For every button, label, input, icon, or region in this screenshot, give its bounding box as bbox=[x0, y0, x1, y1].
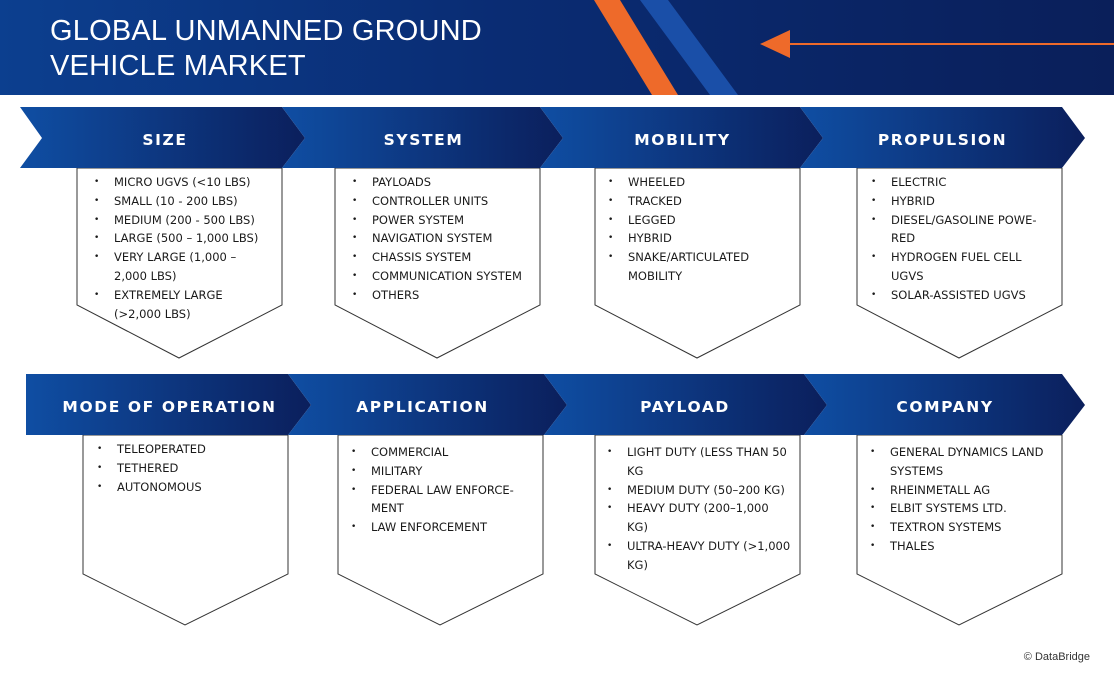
list-item: THALES bbox=[870, 537, 1058, 556]
list-item: CONTROLLER UNITS bbox=[352, 192, 540, 211]
list-item: POWER SYSTEM bbox=[352, 211, 540, 230]
segment-title-payload: PAYLOAD bbox=[640, 398, 730, 416]
chevron-payload bbox=[544, 374, 827, 435]
list-mode-of-operation: TELEOPERATED TETHERED AUTONOMOUS bbox=[97, 440, 277, 496]
segment-title-company: COMPANY bbox=[896, 398, 994, 416]
list-item: TEXTRON SYSTEMS bbox=[870, 518, 1058, 537]
chevron-row-1 bbox=[20, 107, 1085, 168]
card-company: GENERAL DYNAMICS LAND SYSTEMS RHEINMETAL… bbox=[856, 435, 1064, 627]
list-application: COMMERCIAL MILITARY FEDERAL LAW ENFORCE-… bbox=[351, 443, 521, 537]
list-item: ULTRA-HEAVY DUTY (>1,000 KG) bbox=[607, 537, 792, 575]
list-item: SNAKE/ARTICULATED MOBILITY bbox=[608, 248, 784, 286]
list-item: OTHERS bbox=[352, 286, 540, 305]
list-mobility: WHEELED TRACKED LEGGED HYBRID SNAKE/ARTI… bbox=[608, 173, 784, 286]
list-item: AUTONOMOUS bbox=[97, 478, 277, 497]
list-item: LAW ENFORCEMENT bbox=[351, 518, 521, 537]
chevron-mode-of-operation bbox=[26, 374, 311, 435]
list-item: COMMUNICATION SYSTEM bbox=[352, 267, 540, 286]
list-item: MILITARY bbox=[351, 462, 521, 481]
list-item: FEDERAL LAW ENFORCE-MENT bbox=[351, 481, 521, 519]
orange-stripe bbox=[594, 0, 678, 95]
list-item: GENERAL DYNAMICS LAND SYSTEMS bbox=[870, 443, 1058, 481]
card-application: COMMERCIAL MILITARY FEDERAL LAW ENFORCE-… bbox=[337, 435, 545, 627]
chevron-propulsion bbox=[800, 107, 1085, 168]
chevron-row-2 bbox=[26, 374, 1085, 435]
copyright-text: © DataBridge bbox=[1023, 651, 1090, 663]
list-item: CHASSIS SYSTEM bbox=[352, 248, 540, 267]
header-banner: GLOBAL UNMANNED GROUND VEHICLE MARKET bbox=[0, 0, 1114, 95]
list-item: NAVIGATION SYSTEM bbox=[352, 229, 540, 248]
card-mobility: WHEELED TRACKED LEGGED HYBRID SNAKE/ARTI… bbox=[594, 168, 802, 360]
segment-title-size: SIZE bbox=[142, 131, 188, 149]
list-item: HEAVY DUTY (200–1,000 KG) bbox=[607, 499, 792, 537]
list-system: PAYLOADS CONTROLLER UNITS POWER SYSTEM N… bbox=[352, 173, 540, 305]
card-propulsion: ELECTRIC HYBRID DIESEL/GASOLINE POWE-RED… bbox=[856, 168, 1064, 360]
list-item: DIESEL/GASOLINE POWE-RED bbox=[871, 211, 1049, 249]
segment-title-system: SYSTEM bbox=[383, 131, 464, 149]
list-company: GENERAL DYNAMICS LAND SYSTEMS RHEINMETAL… bbox=[870, 443, 1058, 556]
title-line-1: GLOBAL UNMANNED GROUND bbox=[50, 15, 482, 47]
list-item: TELEOPERATED bbox=[97, 440, 277, 459]
card-mode-of-operation: TELEOPERATED TETHERED AUTONOMOUS bbox=[82, 435, 290, 627]
blue-stripe bbox=[640, 0, 738, 95]
list-item: ELECTRIC bbox=[871, 173, 1049, 192]
chevron-system bbox=[282, 107, 563, 168]
chevron-application bbox=[288, 374, 567, 435]
list-item: SMALL (10 - 200 LBS) bbox=[94, 192, 266, 211]
list-item: ELBIT SYSTEMS LTD. bbox=[870, 499, 1058, 518]
list-item: SOLAR-ASSISTED UGVS bbox=[871, 286, 1049, 305]
list-item: HYBRID bbox=[871, 192, 1049, 211]
list-item: MEDIUM (200 - 500 LBS) bbox=[94, 211, 266, 230]
segment-title-propulsion: PROPULSION bbox=[877, 131, 1008, 149]
decorative-stripes bbox=[594, 0, 738, 95]
list-item: LIGHT DUTY (LESS THAN 50 KG bbox=[607, 443, 792, 481]
chevron-size bbox=[20, 107, 305, 168]
list-propulsion: ELECTRIC HYBRID DIESEL/GASOLINE POWE-RED… bbox=[871, 173, 1049, 305]
list-item: LEGGED bbox=[608, 211, 784, 230]
page-title: GLOBAL UNMANNED GROUND VEHICLE MARKET bbox=[50, 14, 482, 84]
list-item: PAYLOADS bbox=[352, 173, 540, 192]
list-item: HYBRID bbox=[608, 229, 784, 248]
list-item: EXTREMELY LARGE (>2,000 LBS) bbox=[94, 286, 266, 324]
list-item: MICRO UGVS (<10 LBS) bbox=[94, 173, 266, 192]
list-item: MEDIUM DUTY (50–200 KG) bbox=[607, 481, 792, 500]
list-item: RHEINMETALL AG bbox=[870, 481, 1058, 500]
list-item: TETHERED bbox=[97, 459, 277, 478]
chevron-mobility bbox=[540, 107, 823, 168]
segment-title-application: APPLICATION bbox=[356, 398, 489, 416]
list-item: COMMERCIAL bbox=[351, 443, 521, 462]
title-line-2: VEHICLE MARKET bbox=[50, 50, 306, 82]
card-size: MICRO UGVS (<10 LBS) SMALL (10 - 200 LBS… bbox=[76, 168, 284, 360]
arrow-left-icon bbox=[760, 30, 1114, 58]
segment-title-mode-of-operation: MODE OF OPERATION bbox=[62, 398, 277, 416]
list-item: HYDROGEN FUEL CELL UGVS bbox=[871, 248, 1049, 286]
list-item: TRACKED bbox=[608, 192, 784, 211]
list-payload: LIGHT DUTY (LESS THAN 50 KG MEDIUM DUTY … bbox=[607, 443, 792, 575]
list-item: WHEELED bbox=[608, 173, 784, 192]
segment-title-mobility: MOBILITY bbox=[634, 131, 731, 149]
list-item: LARGE (500 – 1,000 LBS) bbox=[94, 229, 266, 248]
chevron-company bbox=[804, 374, 1085, 435]
list-item: VERY LARGE (1,000 – 2,000 LBS) bbox=[94, 248, 266, 286]
card-payload: LIGHT DUTY (LESS THAN 50 KG MEDIUM DUTY … bbox=[594, 435, 802, 627]
list-size: MICRO UGVS (<10 LBS) SMALL (10 - 200 LBS… bbox=[94, 173, 266, 323]
card-system: PAYLOADS CONTROLLER UNITS POWER SYSTEM N… bbox=[334, 168, 542, 360]
